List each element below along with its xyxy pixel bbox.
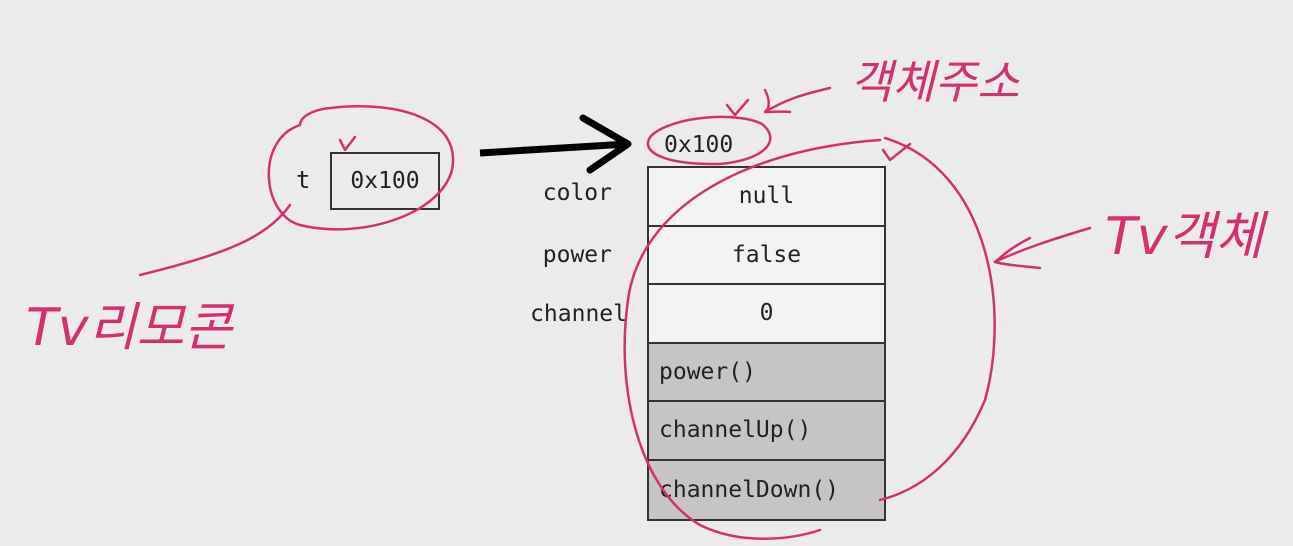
field-label-channel: channel	[530, 301, 627, 327]
method-power: power()	[649, 343, 884, 402]
method-channel-down: channelDown()	[649, 460, 884, 519]
field-value-color: null	[649, 168, 884, 227]
field-value-channel: 0	[649, 285, 884, 344]
field-label-power: power	[542, 242, 612, 268]
method-channel-up: channelUp()	[649, 402, 884, 461]
object-address: 0x100	[664, 132, 734, 158]
field-label-color: color	[542, 180, 612, 206]
field-value-power: false	[649, 226, 884, 285]
object-memory-table: null false 0 power() channelUp() channel…	[647, 166, 886, 521]
